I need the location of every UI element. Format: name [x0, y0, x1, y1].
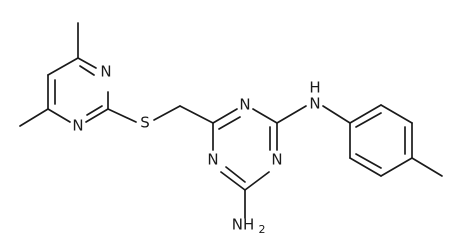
atom-n-pyrimidine-bottom: N	[72, 117, 83, 135]
atom-n-amine: N	[309, 95, 320, 113]
bond-c4-c5	[47, 57, 79, 76]
bond-n3-c4	[77, 57, 97, 69]
bond-s-ch2	[153, 105, 181, 121]
bond-t-n1-c2	[252, 108, 278, 124]
bond-ar-c2-c3	[380, 104, 413, 124]
bond-ar-c1-c2-inner	[355, 112, 382, 128]
bond-ar-c5-c6-inner	[355, 153, 382, 169]
bond-ch2-triazine	[179, 105, 214, 124]
atom-s-thioether: S	[140, 114, 150, 132]
bond-t-n3-c4	[244, 171, 270, 191]
atom-n-pyrimidine-top: N	[100, 63, 111, 81]
bond-c6-n1	[47, 108, 71, 123]
atom-nh2-subscript: 2	[259, 223, 266, 234]
bond-c6-methyl	[19, 108, 49, 127]
bond-n3-c4-inner	[79, 65, 95, 76]
bond-t-c6-n1	[212, 108, 238, 124]
bond-t-c4-n5	[220, 171, 246, 191]
bond-ar-c4-c5	[380, 157, 413, 177]
bond-n1-c2-inner	[86, 105, 103, 116]
thioether-linker	[107, 105, 214, 124]
bond-c2-nh	[276, 105, 307, 124]
atom-nh2-amino: NH	[232, 216, 255, 234]
bond-t-c4-n5-inner	[225, 166, 246, 183]
pyrimidine-ring	[19, 22, 109, 127]
triazine-ring	[212, 105, 307, 219]
tolyl-ring	[322, 104, 443, 177]
bond-ar-c5-c6	[349, 157, 382, 177]
chemical-structure-diagram: N N S N N N H N NH 2	[19, 22, 443, 235]
atom-n-triazine-top: N	[239, 96, 250, 114]
atom-n-triazine-right: N	[271, 151, 282, 169]
bond-t-c6-n1-inner	[218, 116, 241, 130]
bond-ar-methyl	[411, 157, 443, 177]
bond-ar-c1-c2	[349, 104, 382, 124]
atom-labels: N N S N N N H N NH 2	[72, 63, 320, 235]
atom-n-triazine-left: N	[207, 151, 218, 169]
bond-n1-c2	[85, 108, 109, 123]
bond-nh-c1	[322, 105, 351, 124]
atom-h-amine: H	[309, 79, 320, 97]
bond-c2-s	[107, 108, 137, 123]
